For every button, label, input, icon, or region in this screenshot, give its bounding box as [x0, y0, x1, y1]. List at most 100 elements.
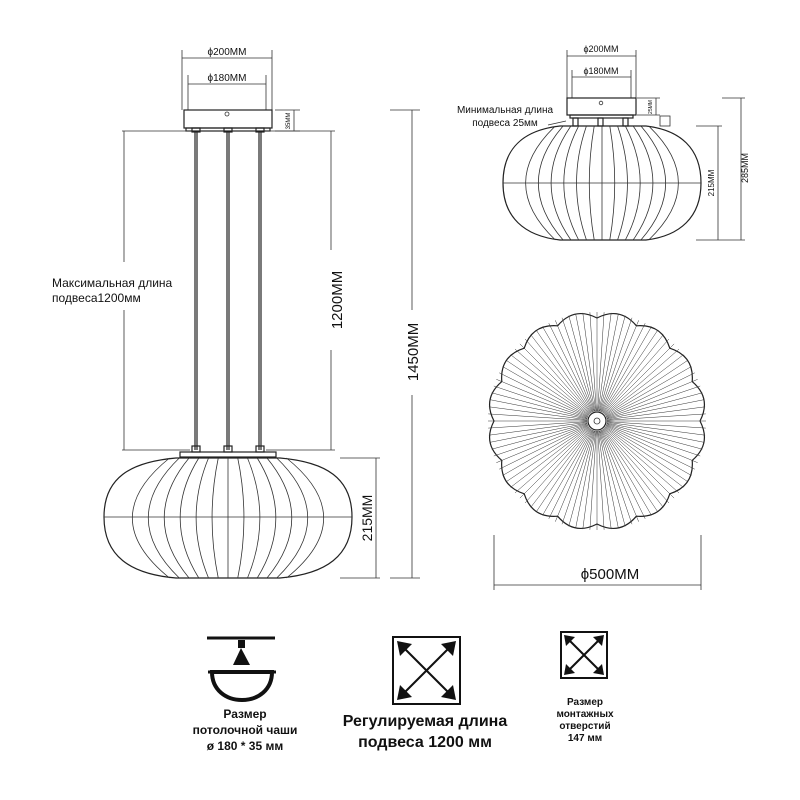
shade-ray [490, 422, 588, 443]
shade-ray [561, 317, 595, 412]
shade-rib [211, 457, 219, 579]
shade-ray [599, 430, 626, 527]
shade-rib [525, 125, 556, 241]
mounting-holes-caption: Размер монтажных отверстий 147 мм [556, 697, 614, 744]
shade-ray [605, 425, 695, 470]
shade-rib [632, 125, 654, 241]
shade-rib [195, 457, 209, 579]
close-total-height-dim: 285MM [740, 153, 750, 183]
gap-dim: 25MM [648, 100, 654, 114]
shade-ray [530, 428, 592, 508]
shade-ray [488, 413, 588, 421]
shade-ray [542, 429, 593, 516]
shade-ray [600, 430, 639, 522]
shade-rib [266, 457, 293, 579]
close-pumpkin-shade [502, 125, 702, 241]
shade-ray [601, 429, 652, 516]
close-canopy-inner-dim: ϕ180MM [583, 66, 618, 76]
shade-rib [648, 125, 679, 241]
shade-ray [536, 429, 592, 512]
shade-ray [499, 372, 589, 417]
shade-ray [598, 314, 619, 412]
shade-ray [491, 392, 588, 419]
shade-ray [603, 427, 675, 499]
shade-ray [488, 422, 588, 436]
shade-ray [606, 379, 698, 418]
shade-ray [601, 326, 652, 413]
canopy-size-caption: Размер потолочной чаши ø 180 * 35 мм [192, 707, 298, 753]
shade-rib [276, 457, 308, 579]
shade-ray [488, 421, 588, 429]
shade-ray [530, 334, 592, 414]
shade-ray [599, 430, 633, 525]
shade-ray [606, 422, 706, 436]
shade-rib [132, 457, 170, 579]
shade-ray [604, 426, 684, 488]
shade-ray [597, 312, 605, 412]
close-canopy-outer-dim: ϕ200MM [583, 44, 618, 54]
shade-ray [605, 360, 688, 416]
total-height-dim: 1450MM [405, 323, 422, 381]
cable-length-dim: 1200MM [329, 271, 346, 329]
min-length-note: Минимальная длина подвеса 25мм [456, 105, 554, 129]
shade-rib [163, 457, 190, 579]
shade-ray [604, 348, 680, 415]
side-view: ϕ200MM ϕ180MM 35MM [103, 47, 422, 579]
shade-ray [603, 428, 670, 504]
shade-ray [605, 372, 695, 417]
shade-ray [602, 330, 658, 413]
shade-ray [606, 423, 703, 450]
shade-ray [601, 429, 646, 519]
shade-ray [519, 343, 591, 415]
shade-ray [603, 343, 675, 415]
shade-ray [555, 320, 594, 412]
shade-rib [617, 125, 628, 241]
shade-ray [598, 430, 619, 528]
shade-ray [568, 315, 595, 412]
adjustable-length-caption: Регулируемая длина подвеса 1200 мм [342, 713, 508, 751]
shade-ray [524, 338, 591, 414]
shade-ray [519, 427, 591, 499]
shade-height-dim: 215MM [359, 495, 375, 542]
shade-ray [606, 392, 703, 419]
shade-ray [606, 406, 706, 420]
shade-ray [589, 312, 597, 412]
shade-rib [256, 457, 277, 579]
shade-ray [606, 422, 704, 443]
shade-rib [588, 125, 595, 241]
shade-ray [606, 413, 706, 421]
shade-rib [148, 457, 180, 579]
shade-ray [599, 317, 633, 412]
close-shade-height-dim: 215MM [707, 169, 716, 196]
shade-ray [605, 366, 692, 417]
shade-ray [605, 426, 688, 482]
max-length-note: Максимальная длина подвеса1200мм [52, 276, 173, 305]
shade-ray [599, 315, 626, 412]
canopy-inner-dim: ϕ180MM [208, 73, 247, 84]
shade-ray [568, 430, 595, 527]
shade-ray [601, 323, 646, 413]
shade-ray [606, 399, 704, 420]
shade-ray [493, 385, 588, 419]
shade-ray [606, 385, 701, 419]
shade-ray [536, 330, 592, 413]
shade-ray [514, 427, 590, 494]
shade-rib [624, 125, 641, 241]
shade-rib [550, 125, 572, 241]
canopy-height-dim: 35MM [286, 113, 292, 130]
shade-rib [563, 125, 580, 241]
shade-ray [582, 312, 596, 412]
shade-ray [575, 430, 596, 528]
shade-ray [488, 406, 588, 420]
shade-rib [609, 125, 616, 241]
shade-ray [555, 430, 594, 522]
shade-ray [499, 425, 589, 470]
shade-ray [502, 366, 589, 417]
shade-ray [604, 427, 680, 494]
shade-rib [179, 457, 200, 579]
canopy-outer-dim: ϕ200MM [208, 47, 247, 58]
mounting-holes-icon [560, 631, 608, 679]
shade-ray [602, 429, 658, 512]
shade-ray [603, 338, 670, 414]
